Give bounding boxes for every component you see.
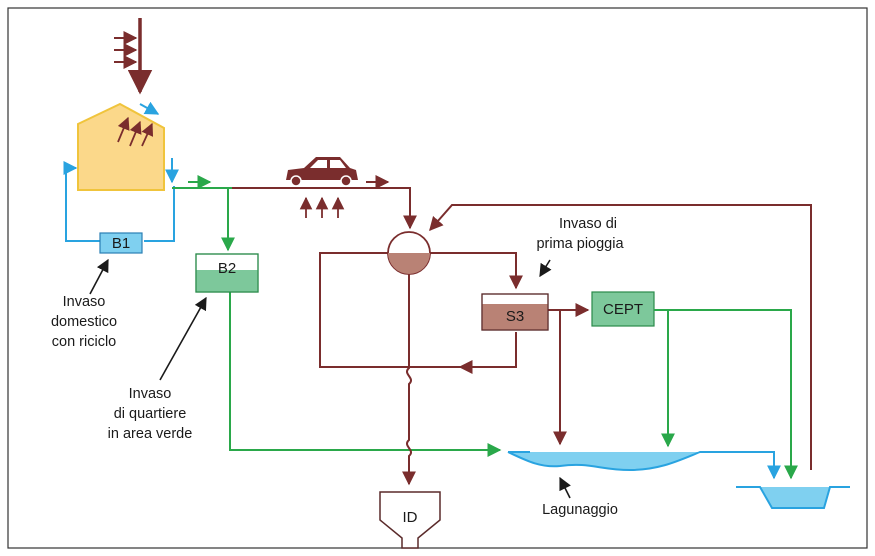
invaso-quartiere-line1: Invaso (129, 386, 172, 402)
invaso-domestico-line1: Invaso (63, 294, 106, 310)
cept-label: CEPT (603, 301, 643, 318)
id-hopper (379, 491, 441, 549)
green-flow-b2 (221, 188, 502, 457)
road-runoff-arrows (299, 196, 345, 218)
lagoon (507, 451, 730, 472)
b2-label: B2 (218, 260, 236, 277)
cept-box (591, 291, 655, 327)
car-icon (286, 157, 358, 187)
rain-arrows (114, 18, 153, 95)
flow-splitter (387, 231, 431, 275)
invaso-prima-pioggia-line1: Invaso di (559, 216, 617, 232)
diagram-frame (7, 7, 868, 549)
recycle-loop (63, 161, 175, 242)
b2-tank (195, 253, 259, 293)
invaso-prima-pioggia-line2: prima pioggia (536, 236, 624, 252)
road-line (172, 187, 417, 230)
brown-flows (319, 204, 812, 486)
invaso-quartiere-line2: di quartiere (114, 406, 187, 422)
invaso-domestico-line3: con riciclo (52, 334, 116, 350)
annotation-pointers (89, 258, 571, 499)
receiving-channel (730, 451, 850, 509)
house (77, 101, 179, 191)
invaso-quartiere-line3: in area verde (108, 426, 193, 442)
cept-outflows (654, 309, 798, 480)
s3-tank (481, 293, 549, 331)
b1-label: B1 (112, 235, 130, 252)
b1-tank (99, 232, 143, 254)
s3-label: S3 (506, 308, 524, 325)
id-label: ID (403, 509, 418, 526)
invaso-domestico-line2: domestico (51, 314, 117, 330)
lagunaggio-label: Lagunaggio (542, 502, 618, 518)
